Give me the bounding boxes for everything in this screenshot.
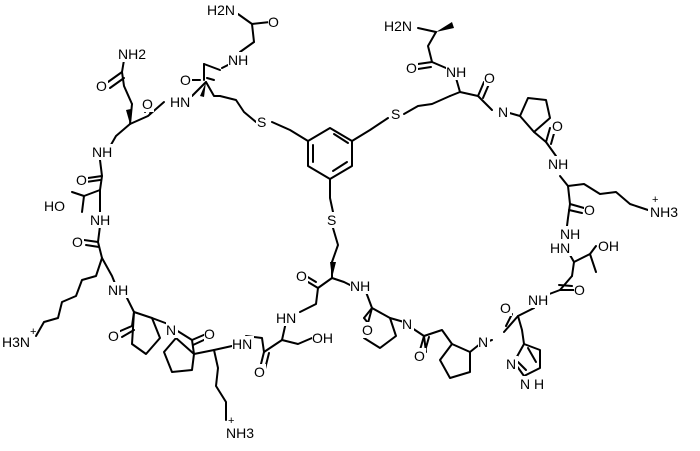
label-h3n-left: H3N [2, 334, 30, 350]
label-n-pro-right: N [498, 104, 508, 120]
label-n-pro-left: N [166, 322, 176, 338]
label-nh-his: NH [528, 292, 548, 308]
label-n-his1: N [506, 356, 516, 372]
label-o-pro-left2: O [204, 326, 215, 342]
pro-left-residue [117, 295, 207, 373]
atom-labels: H2N O NH O NH2 O O HN NH O HO NH O H3N +… [2, 2, 690, 441]
label-h2n-ala: H2N [384, 18, 412, 34]
label-n-pro-mid2: N [478, 334, 488, 350]
label-h2n-top-left: H2N [207, 2, 235, 18]
label-o-gly-amide: O [180, 72, 191, 88]
cys-ala-top-right [417, 22, 493, 111]
label-nh-lys-left: NH [90, 212, 110, 228]
label-o-lys-left: O [72, 234, 83, 250]
benzene-ring [307, 127, 353, 180]
label-nh2-gln: NH2 [118, 46, 146, 62]
label-ho-thr-left: HO [44, 198, 65, 214]
label-hn-lys-bottom: HN [232, 336, 252, 352]
label-o-pro-right: O [552, 118, 563, 134]
label-n-pro-mid: N [402, 316, 412, 332]
label-nh-lys-right: NH [560, 226, 580, 242]
label-s-middle: S [327, 212, 336, 228]
lys-left-residue [35, 225, 117, 337]
label-h-his: H [534, 376, 544, 392]
label-hn-gln: HN [170, 94, 190, 110]
label-o-lys-right: O [584, 202, 595, 218]
label-o-gln2: O [142, 96, 153, 112]
label-nh-cys-bottom: NH [350, 278, 370, 294]
label-o-pro-mid: O [362, 322, 373, 338]
thr-left-residue [71, 159, 103, 213]
gln-residue [107, 59, 165, 151]
label-nh-thr-left: NH [92, 144, 112, 160]
label-nh3-bottom: NH3 [226, 425, 254, 441]
label-o-pro-mid3: O [500, 300, 511, 316]
label-o-thr-left: O [76, 172, 87, 188]
label-o-gln: O [96, 78, 107, 94]
label-plus-bottom: + [228, 415, 234, 427]
label-n-his-ring: N [520, 376, 530, 392]
label-hn-ser: HN [276, 310, 296, 326]
label-s-right: S [391, 106, 400, 122]
label-plus-left: + [30, 326, 36, 338]
label-hn-thr-right: HN [550, 240, 570, 256]
label-o-pro-mid2: O [414, 348, 425, 364]
label-plus-right: + [652, 194, 658, 206]
stereo-wedges [126, 82, 336, 278]
label-o-cys-right: O [484, 70, 495, 86]
label-s-left: S [257, 114, 266, 130]
label-nh-top-left: NH [228, 52, 248, 68]
label-oh-ser: OH [312, 330, 333, 346]
label-nh-pro-left: NH [108, 282, 128, 298]
label-oh-thr-right: OH [598, 238, 619, 254]
label-o-lys-bottom: O [254, 364, 265, 380]
label-o-pro-left: O [108, 328, 119, 344]
pro-right-residue [505, 97, 557, 157]
label-nh-pro-right: NH [548, 156, 568, 172]
label-nh3-right: NH3 [650, 204, 678, 220]
label-o-ser: O [296, 268, 307, 284]
label-nh-ala: NH [446, 64, 466, 80]
linkers [219, 95, 451, 263]
label-o-thr-right: O [574, 282, 585, 298]
label-o-top-left: O [268, 14, 279, 30]
gly-amide-top-left [189, 13, 271, 97]
label-o-ala: O [406, 60, 417, 76]
